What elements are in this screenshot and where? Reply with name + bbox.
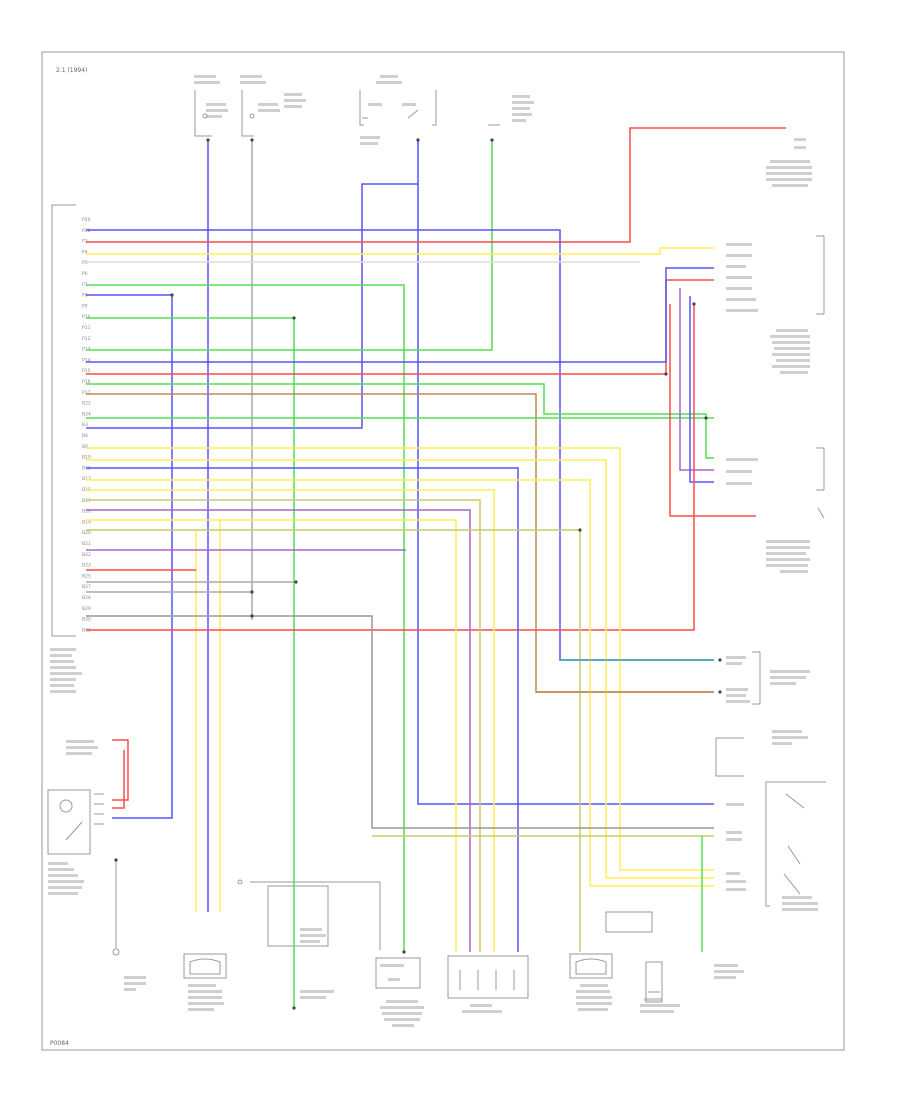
- pin-label: P12: [82, 336, 91, 342]
- wire-red-3: [669, 304, 756, 517]
- wire-blue-2: [689, 296, 714, 483]
- pin-label: B21: [82, 541, 91, 547]
- footer-code: P0084: [50, 1040, 69, 1047]
- pin-label: B19: [82, 519, 91, 525]
- pin-label: B24: [82, 411, 91, 417]
- wire-red-left: [112, 739, 129, 801]
- wire-blue-h12: [86, 467, 519, 952]
- wire-blue-ign: [86, 140, 419, 429]
- pin-label: P6: [82, 271, 88, 277]
- ecm-connector: [51, 204, 76, 637]
- pin-label: P14: [82, 357, 91, 363]
- wire-red-top: [86, 127, 786, 243]
- pin-label: P5: [82, 260, 88, 266]
- wire-violet-h16: [86, 509, 471, 952]
- pin-label: B18: [82, 509, 91, 515]
- pin-label: P20: [82, 217, 91, 223]
- pin-label: P11: [82, 325, 91, 331]
- wire-green-h6: [86, 383, 714, 459]
- pin-label: P15: [82, 368, 91, 374]
- wire-yellow-h1: [86, 247, 714, 255]
- wire-violet-1: [679, 288, 714, 471]
- wires: [86, 127, 786, 1008]
- pin-label: B20: [82, 530, 91, 536]
- wire-yellow-h17: [86, 519, 457, 952]
- pin-label: B3: [82, 422, 88, 428]
- wire-gray-h23: [86, 615, 714, 829]
- wire-yellow-h14: [86, 489, 495, 952]
- pin-label: B25: [82, 573, 91, 579]
- diagram-frame: [41, 51, 845, 1051]
- pin-label: B22: [82, 401, 91, 407]
- pin-label: P10: [82, 314, 91, 320]
- pin-label: B10: [82, 455, 91, 461]
- pin-label: P8: [82, 293, 88, 299]
- pin-label: P9: [82, 303, 88, 309]
- wire-blue-h5: [86, 267, 714, 363]
- pin-label: B8: [82, 444, 88, 450]
- wire-yellow-h13: [86, 479, 714, 887]
- pin-label: P17: [82, 390, 91, 396]
- wire-green-top: [86, 140, 493, 351]
- pin-label: P28: [82, 228, 91, 234]
- pin-label: B29: [82, 606, 91, 612]
- pin-label: P3: [82, 239, 88, 245]
- pin-label: B28: [82, 595, 91, 601]
- wire-blue-ign-2: [417, 184, 714, 805]
- wire-red-left-2: [112, 750, 125, 809]
- pin-label: B13: [82, 476, 91, 482]
- wire-olive-h15: [86, 499, 481, 952]
- pin-label: B22: [82, 552, 91, 558]
- pin-label: B30: [82, 617, 91, 623]
- pin-labels: P20P28P3P4P5P6P7P8P9P10P11P12P13P14P15P1…: [82, 217, 91, 633]
- wire-red-4: [86, 304, 695, 631]
- wire-green-h2: [86, 284, 405, 952]
- pin-label: P16: [82, 379, 91, 385]
- pin-label: P4: [82, 249, 88, 255]
- wire-yellow-h10: [86, 447, 714, 871]
- component-outlines: [47, 90, 826, 1003]
- text-placeholders: [48, 75, 818, 1027]
- wire-yellow-blue-left: [86, 294, 173, 819]
- pin-label: B6: [82, 433, 88, 439]
- pin-label: B27: [82, 584, 91, 590]
- wire-olive-h18: [86, 529, 581, 952]
- header-label: 2.1 (1994): [56, 67, 87, 74]
- wire-green-h3: [86, 317, 295, 1008]
- splice-dots: [114, 138, 722, 1010]
- wire-red-h4: [86, 279, 714, 375]
- pin-label: P7: [82, 282, 88, 288]
- wire-yellow-h11: [86, 459, 714, 879]
- pin-label: B23: [82, 563, 91, 569]
- pin-label: B17: [82, 498, 91, 504]
